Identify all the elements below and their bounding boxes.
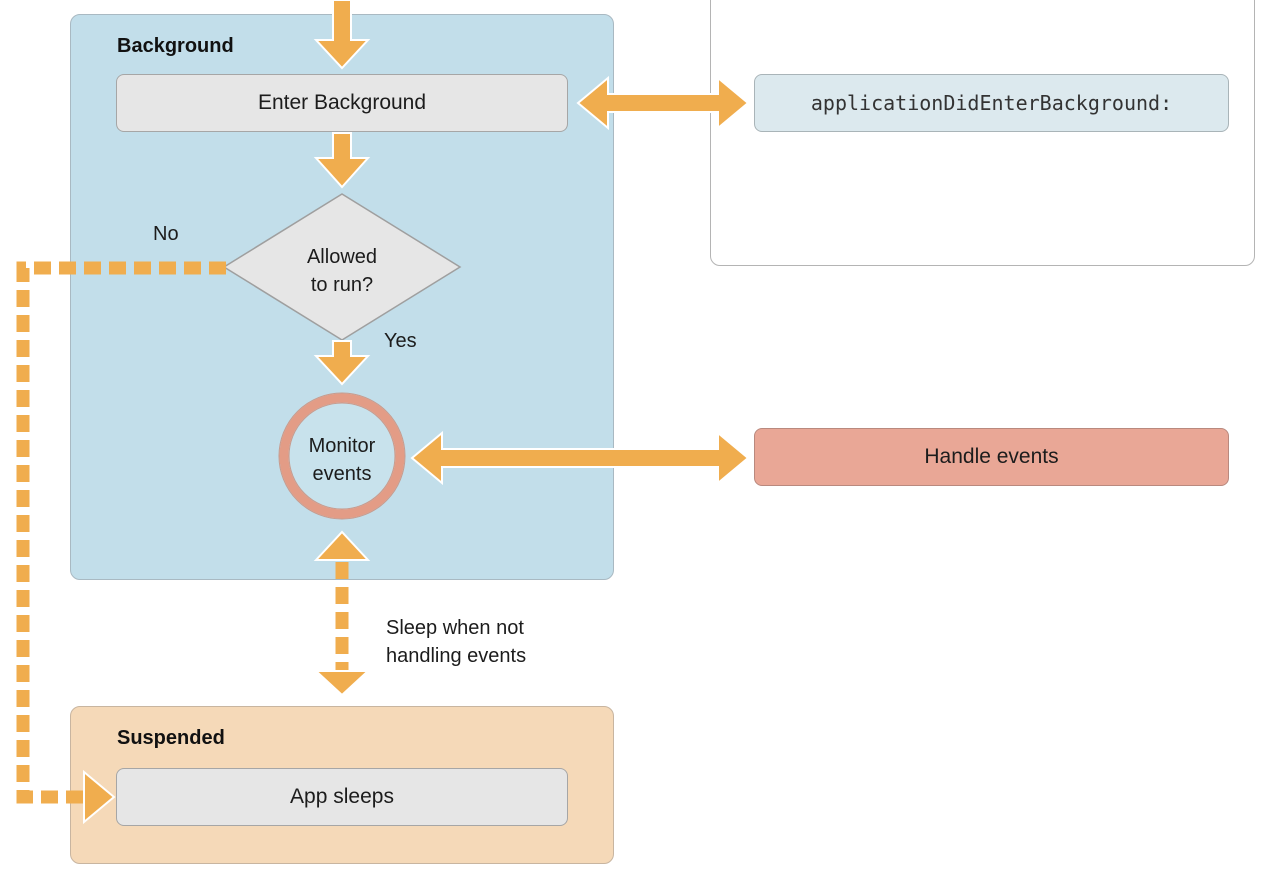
suspended-region-label: Suspended	[117, 727, 225, 749]
delegate-callback-region	[710, 0, 1255, 266]
monitor-events-label: Monitor events	[272, 432, 412, 488]
decision-label-line2: to run?	[310, 274, 374, 296]
arrow-sleep-up-head	[313, 530, 371, 561]
arrow-enter-delegate	[576, 75, 750, 131]
app-sleeps-box: App sleeps	[116, 768, 568, 826]
enter-background-box: Enter Background	[116, 74, 568, 132]
monitor-events-circle	[279, 393, 405, 519]
edge-label-sleep: Sleep when not handling events	[386, 614, 526, 670]
monitor-label-line1: Monitor	[308, 435, 376, 457]
background-region-label: Background	[117, 35, 234, 57]
arrow-sleep-down-head	[313, 670, 371, 697]
decision-label: Allowed to run?	[272, 243, 412, 299]
monitor-label-line2: events	[312, 463, 372, 485]
arrow-yes-to-monitor	[313, 340, 371, 386]
decision-label-line1: Allowed	[306, 246, 378, 268]
dashed-no-path	[16, 261, 226, 804]
edge-label-no: No	[153, 223, 179, 245]
arrow-no-to-sleeps-head	[83, 769, 116, 825]
arrow-enter-to-decision	[313, 132, 371, 189]
arrow-monitor-handle	[410, 430, 750, 486]
sleep-label-line2: handling events	[386, 645, 527, 667]
edge-label-yes: Yes	[384, 330, 417, 352]
sleep-label-line1: Sleep when not	[386, 617, 524, 639]
arrow-into-background	[313, 0, 371, 70]
delegate-method-box: applicationDidEnterBackground:	[754, 74, 1229, 132]
handle-events-box: Handle events	[754, 428, 1229, 486]
